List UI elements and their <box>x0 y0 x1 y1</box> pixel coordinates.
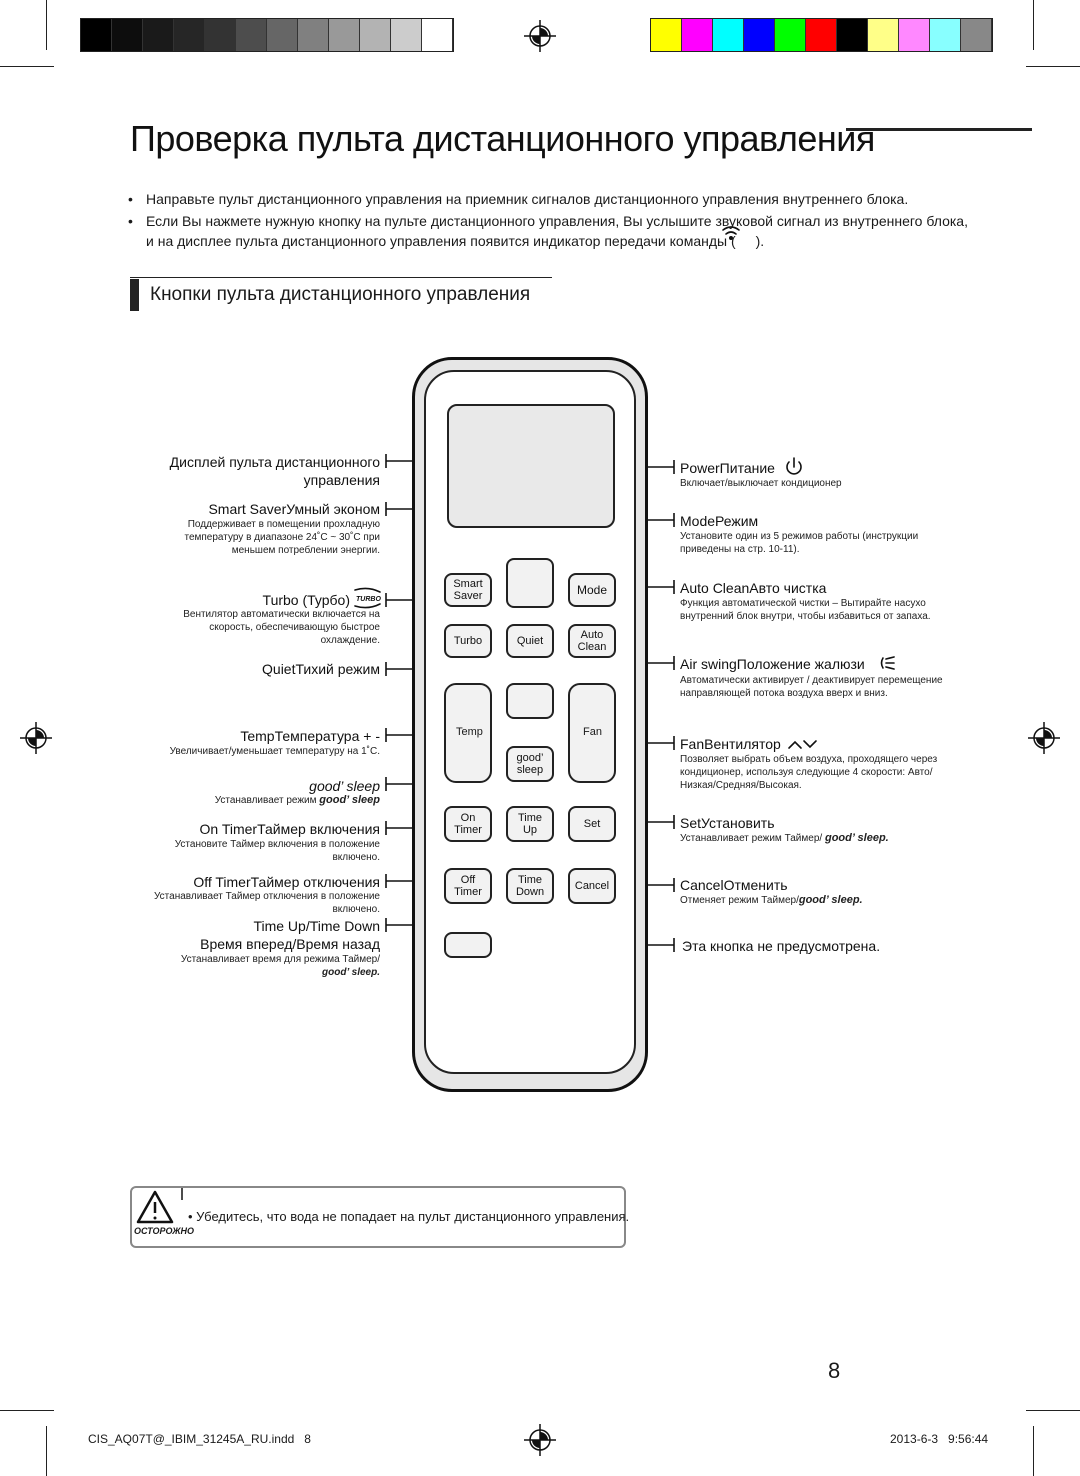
page-title: Проверка пульта дистанционного управлени… <box>130 118 875 159</box>
grayscale-bar <box>80 18 454 52</box>
crop-mark <box>1026 66 1080 67</box>
warning-box <box>130 1186 626 1248</box>
auto-clean-button[interactable]: Auto Clean <box>568 624 616 658</box>
turbo-label: Turbo (Турбо) <box>262 592 350 608</box>
fan-desc: Позволяет выбрать объем воздуха, проходя… <box>680 754 938 791</box>
off-timer-label: Off TimerТаймер отключения <box>193 874 380 890</box>
crop-mark <box>0 66 54 67</box>
crop-mark <box>1026 1410 1080 1411</box>
power-button[interactable] <box>506 558 554 608</box>
temp-label: Temp <box>456 726 483 738</box>
quiet-label: QuietТихий режим <box>262 661 380 677</box>
mode-desc: Установите один из 5 режимов работы (инс… <box>680 531 919 555</box>
section-bar <box>130 279 139 311</box>
crop-mark <box>1033 1426 1034 1476</box>
air-swing-label: Air swingПоложение жалюзи <box>680 656 865 672</box>
good-sleep-desc: Устанавливает режим good’ sleep <box>214 794 380 806</box>
turbo-desc: Вентилятор автоматически включается на с… <box>183 609 380 646</box>
on-timer-desc: Установите Таймер включения в положение … <box>174 839 380 863</box>
bullet-item: Направьте пульт дистанционного управлени… <box>128 189 968 209</box>
footer-file: CIS_AQ07T@_IBIM_31245A_RU.indd 8 <box>88 1432 311 1446</box>
mode-label: ModeРежим <box>680 513 759 529</box>
color-bar <box>650 18 993 52</box>
cancel-desc: Отменяет режим Таймер/good’ sleep. <box>680 894 863 906</box>
fan-arrows-icon <box>788 740 817 749</box>
unused-button[interactable] <box>444 932 492 958</box>
quiet-button[interactable]: Quiet <box>506 624 554 658</box>
crop-mark <box>46 0 47 50</box>
smart-saver-label: Smart SaverУмный эконом <box>208 501 380 517</box>
off-timer-button[interactable]: Off Timer <box>444 868 492 904</box>
mode-button[interactable]: Mode <box>568 573 616 607</box>
section-rule <box>130 277 552 278</box>
off-timer-desc: Устанавливает Таймер отключения в положе… <box>154 891 380 915</box>
time-down-button[interactable]: Time Down <box>506 868 554 904</box>
auto-clean-desc: Функция автоматической чистки – Вытирайт… <box>680 598 931 622</box>
set-button[interactable]: Set <box>568 806 616 842</box>
air-swing-button[interactable] <box>506 683 554 719</box>
warning-triangle-icon <box>136 1190 174 1224</box>
air-swing-desc: Автоматически активирует / деактивирует … <box>680 675 943 699</box>
crop-mark <box>1033 0 1034 50</box>
on-timer-button[interactable]: On Timer <box>444 806 492 842</box>
set-label: SetУстановить <box>680 815 775 831</box>
smart-saver-button[interactable]: Smart Saver <box>444 573 492 607</box>
fan-label: Fan <box>583 726 602 738</box>
footer-date: 2013-6-3 9:56:44 <box>890 1432 989 1446</box>
crop-mark <box>0 1410 54 1411</box>
fan-rocker[interactable] <box>568 683 616 783</box>
turbo-icon <box>354 587 381 609</box>
registration-mark-fill <box>28 28 1052 1448</box>
good-sleep-button[interactable]: good’ sleep <box>506 746 554 782</box>
time-up-button[interactable]: Time Up <box>506 806 554 842</box>
time-desc: Устанавливает время для режима Таймер/go… <box>180 954 380 978</box>
temp-rocker[interactable] <box>444 683 492 783</box>
page-number: 8 <box>828 1358 841 1383</box>
section-title: Кнопки пульта дистанционного управления <box>150 284 531 305</box>
good-sleep-label: good’ sleep <box>309 778 380 794</box>
air-swing-icon <box>880 656 895 670</box>
warning-label: ОСТОРОЖНО <box>134 1226 195 1236</box>
set-desc: Устанавливает режим Таймер/ good’ sleep. <box>680 832 889 844</box>
on-timer-label: On TimerТаймер включения <box>199 821 380 837</box>
temp-label-text: TempТемпература + - <box>240 728 380 744</box>
turbo-icon-text: TURBO <box>356 596 381 603</box>
power-label: PowerПитание <box>680 460 775 476</box>
auto-clean-label: Auto CleanАвто чистка <box>680 580 827 596</box>
power-desc: Включает/выключает кондиционер <box>680 478 842 489</box>
cancel-label: CancelОтменить <box>680 877 788 893</box>
unused-button-label: Эта кнопка не предусмотрена. <box>682 938 881 954</box>
cancel-button[interactable]: Cancel <box>568 868 616 904</box>
intro-bullets: Направьте пульт дистанционного управлени… <box>128 189 968 253</box>
title-rule <box>846 128 1032 131</box>
fan-label-text: FanВентилятор <box>680 736 781 752</box>
temp-desc: Увеличивает/уменьшает температуру на 1˚C… <box>169 746 380 757</box>
warning-text: • Убедитесь, что вода не попадает на пул… <box>188 1209 630 1224</box>
power-icon <box>786 457 802 475</box>
turbo-button[interactable]: Turbo <box>444 624 492 658</box>
remote-display <box>447 404 615 528</box>
bullet-item: Если Вы нажмете нужную кнопку на пульте … <box>128 211 968 251</box>
smart-saver-desc: Поддерживает в помещении прохладную темп… <box>184 519 380 556</box>
crop-mark <box>46 1426 47 1476</box>
